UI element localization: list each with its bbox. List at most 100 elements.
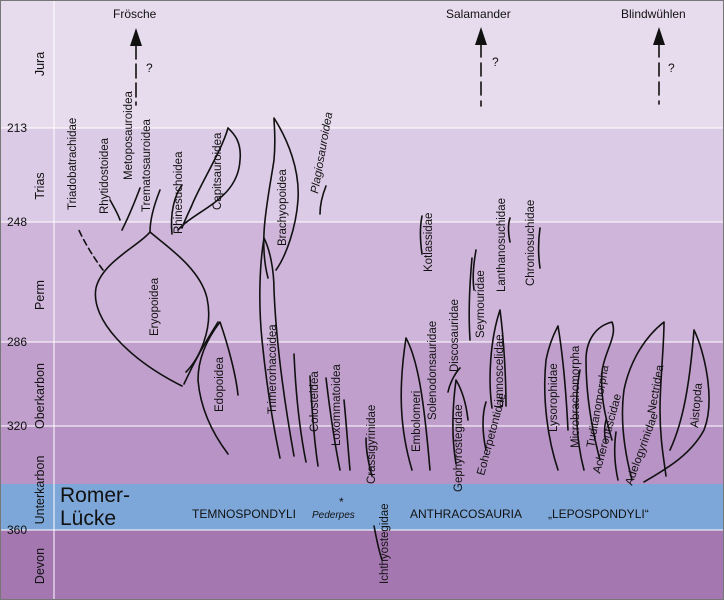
- salamanders-arrow-head: [475, 27, 487, 45]
- taxon-label-limnoscelidae: Limnoscelidae: [494, 334, 506, 408]
- lanthanosuchidae-lineage: [507, 217, 511, 243]
- taxon-label-trimerorhacoidea: Trimerorhacoidea: [267, 324, 279, 414]
- gephyrostegidae-lineage: [452, 379, 469, 465]
- band-perm: [0, 222, 724, 342]
- taxon-label-embolomeri: Embolomeri: [411, 391, 423, 452]
- eryopoidea-lineage: [94, 231, 210, 387]
- microbrachomorpha-lineage: [575, 369, 585, 471]
- taxon-label-crassigyrinidae: Crassigyrinidae: [366, 405, 378, 484]
- loxommatoidea-lineage-2: [343, 399, 351, 471]
- modern-label-frogs: Frösche: [113, 7, 157, 21]
- adelogyrinidae-lineage: [613, 431, 619, 481]
- lysorophidae-lineage: [543, 325, 569, 471]
- band-unterkarbon: [0, 484, 724, 530]
- edopoidea-lineage: [197, 321, 239, 455]
- triadobatrachidae-dashed: [77, 227, 104, 271]
- age-label-360: 360: [7, 523, 27, 537]
- taxon-label-discosauridae: Discosauridae: [449, 299, 461, 372]
- period-label-devon: Devon: [33, 548, 47, 584]
- colosteidea-lineage: [293, 353, 307, 463]
- aistopda-lineage: [643, 329, 710, 483]
- capitosauroidea-lineage: [177, 127, 242, 231]
- group-label-anthracosauria: ANTHRACOSAURIA: [410, 507, 522, 521]
- taxon-label-chroniosuchidae: Chroniosuchidae: [525, 200, 537, 286]
- taxon-label-colosteidea: Colosteidea: [309, 371, 321, 432]
- age-label-213: 213: [7, 121, 27, 135]
- age-label-248: 248: [7, 215, 27, 229]
- plagiosauroidea-lineage: [319, 185, 327, 215]
- embolomeri-lineage: [400, 337, 431, 471]
- group-label-lepospondyli: „LEPOSPONDYLI“: [548, 507, 649, 521]
- crassigyrinidae-lineage: [365, 437, 373, 477]
- taxon-label-aistopda: Aistopda: [689, 382, 705, 428]
- colosteidea-lineage-2: [309, 375, 319, 467]
- metoposauroidea-lineage: [121, 187, 141, 231]
- frogs-arrow-head: [130, 28, 142, 46]
- taxon-label-gephyrostegidae: Gephyrostegidae: [453, 404, 465, 492]
- solenodonsauridae-lineage: [447, 367, 461, 393]
- taxon-label-edopoidea: Edopoidea: [214, 356, 226, 412]
- taxon-label-capitosauroidea: Capitsauroidea: [212, 132, 224, 210]
- chroniosuchidae-lineage: [537, 227, 541, 269]
- frogs-question-mark: ?: [146, 61, 153, 75]
- pederpes-label: Pederpes: [312, 510, 355, 521]
- age-label-286: 286: [7, 335, 27, 349]
- taxon-label-rhinesuchoidea: Rhinesuchoidea: [173, 151, 185, 234]
- period-label-jura: Jura: [33, 52, 47, 76]
- seymouridae-lineage: [468, 257, 473, 341]
- nectridea-lineage: [621, 321, 667, 481]
- period-label-unterkarbon: Unterkarbon: [33, 456, 47, 525]
- lineage-shapes: [77, 117, 710, 561]
- salamanders-question-mark: ?: [492, 55, 499, 69]
- modern-groups: Frösche Salamander Blindwühlen ? ? ?: [113, 7, 686, 107]
- age-labels: 213 248 286 320 360: [7, 121, 27, 537]
- romer-gap-label-line1: Romer-: [60, 484, 130, 507]
- acherontiscidae-lineage: [603, 419, 607, 443]
- caecilians-arrow-head: [653, 27, 665, 45]
- taxon-label-metoposauroidea: Metoposauroidea: [123, 91, 135, 180]
- discosauridae-lineage: [472, 249, 477, 291]
- taxon-label-lysorophidae: Lysorophidae: [548, 363, 560, 432]
- period-labels: Jura Trias Perm Oberkarbon Unterkarbon D…: [33, 52, 47, 584]
- ichthyostegidae-lineage: [373, 525, 383, 561]
- romer-gap-label-line2: Lücke: [60, 507, 116, 530]
- edopoidea-branch: [183, 321, 219, 385]
- band-devon: [0, 530, 724, 600]
- age-label-320: 320: [7, 419, 27, 433]
- band-jura: [0, 0, 724, 128]
- trematosauroidea-lineage: [149, 189, 161, 233]
- band-oberkarbon-lower: [0, 426, 724, 484]
- modern-label-caecilians: Blindwühlen: [621, 7, 686, 21]
- tuditanomorpha-lineage: [585, 321, 615, 461]
- kotlassidae-lineage: [419, 215, 423, 255]
- period-label-oberkarbon: Oberkarbon: [33, 363, 47, 429]
- rhinesuchoidea-lineage: [170, 184, 183, 235]
- brachyopoidea-lineage: [262, 117, 299, 279]
- loxommatoidea-lineage: [325, 377, 341, 471]
- pederpes-star: *: [339, 495, 344, 509]
- eoherpetontidae-lineage: [482, 401, 487, 451]
- group-label-temnospondyli: TEMNOSPONDYLI: [192, 507, 296, 521]
- taxon-label-microbrachomorpha: Microbrachomorpha: [570, 345, 582, 448]
- taxon-label-seymouridae: Seymouridae: [475, 270, 487, 338]
- taxon-label-brachyopoidea: Brachyopoidea: [277, 169, 289, 246]
- rhytidostoidea-lineage: [109, 199, 121, 221]
- taxon-label-trematosauroidea: Trematosauroidea: [141, 118, 153, 212]
- taxon-label-triadobatrachidae: Triadobatrachidae: [67, 118, 79, 210]
- taxon-label-lanthanosuchidae: Lanthanosuchidae: [496, 198, 508, 292]
- limnoscelidae-lineage: [489, 309, 507, 409]
- taxon-label-loxommatoidea: Loxommatoidea: [331, 364, 343, 446]
- taxon-label-kotlassidae: Kotlassidae: [423, 213, 435, 272]
- taxon-label-rhytidostoidea: Rhytidostoidea: [99, 137, 111, 214]
- period-label-trias: Trias: [33, 172, 47, 199]
- taxon-label-ichthyostegidae: Ichthyostegidae: [379, 503, 391, 584]
- modern-label-salamanders: Salamander: [446, 7, 511, 21]
- caecilians-question-mark: ?: [668, 61, 675, 75]
- band-trias: [0, 128, 724, 222]
- trimerorhacoidea-lineage: [259, 237, 295, 459]
- period-label-perm: Perm: [33, 280, 47, 310]
- taxon-label-eryopoidea: Eryopoidea: [149, 277, 161, 336]
- taxon-label-solenodonsauridae: Solenodonsauridae: [427, 321, 439, 420]
